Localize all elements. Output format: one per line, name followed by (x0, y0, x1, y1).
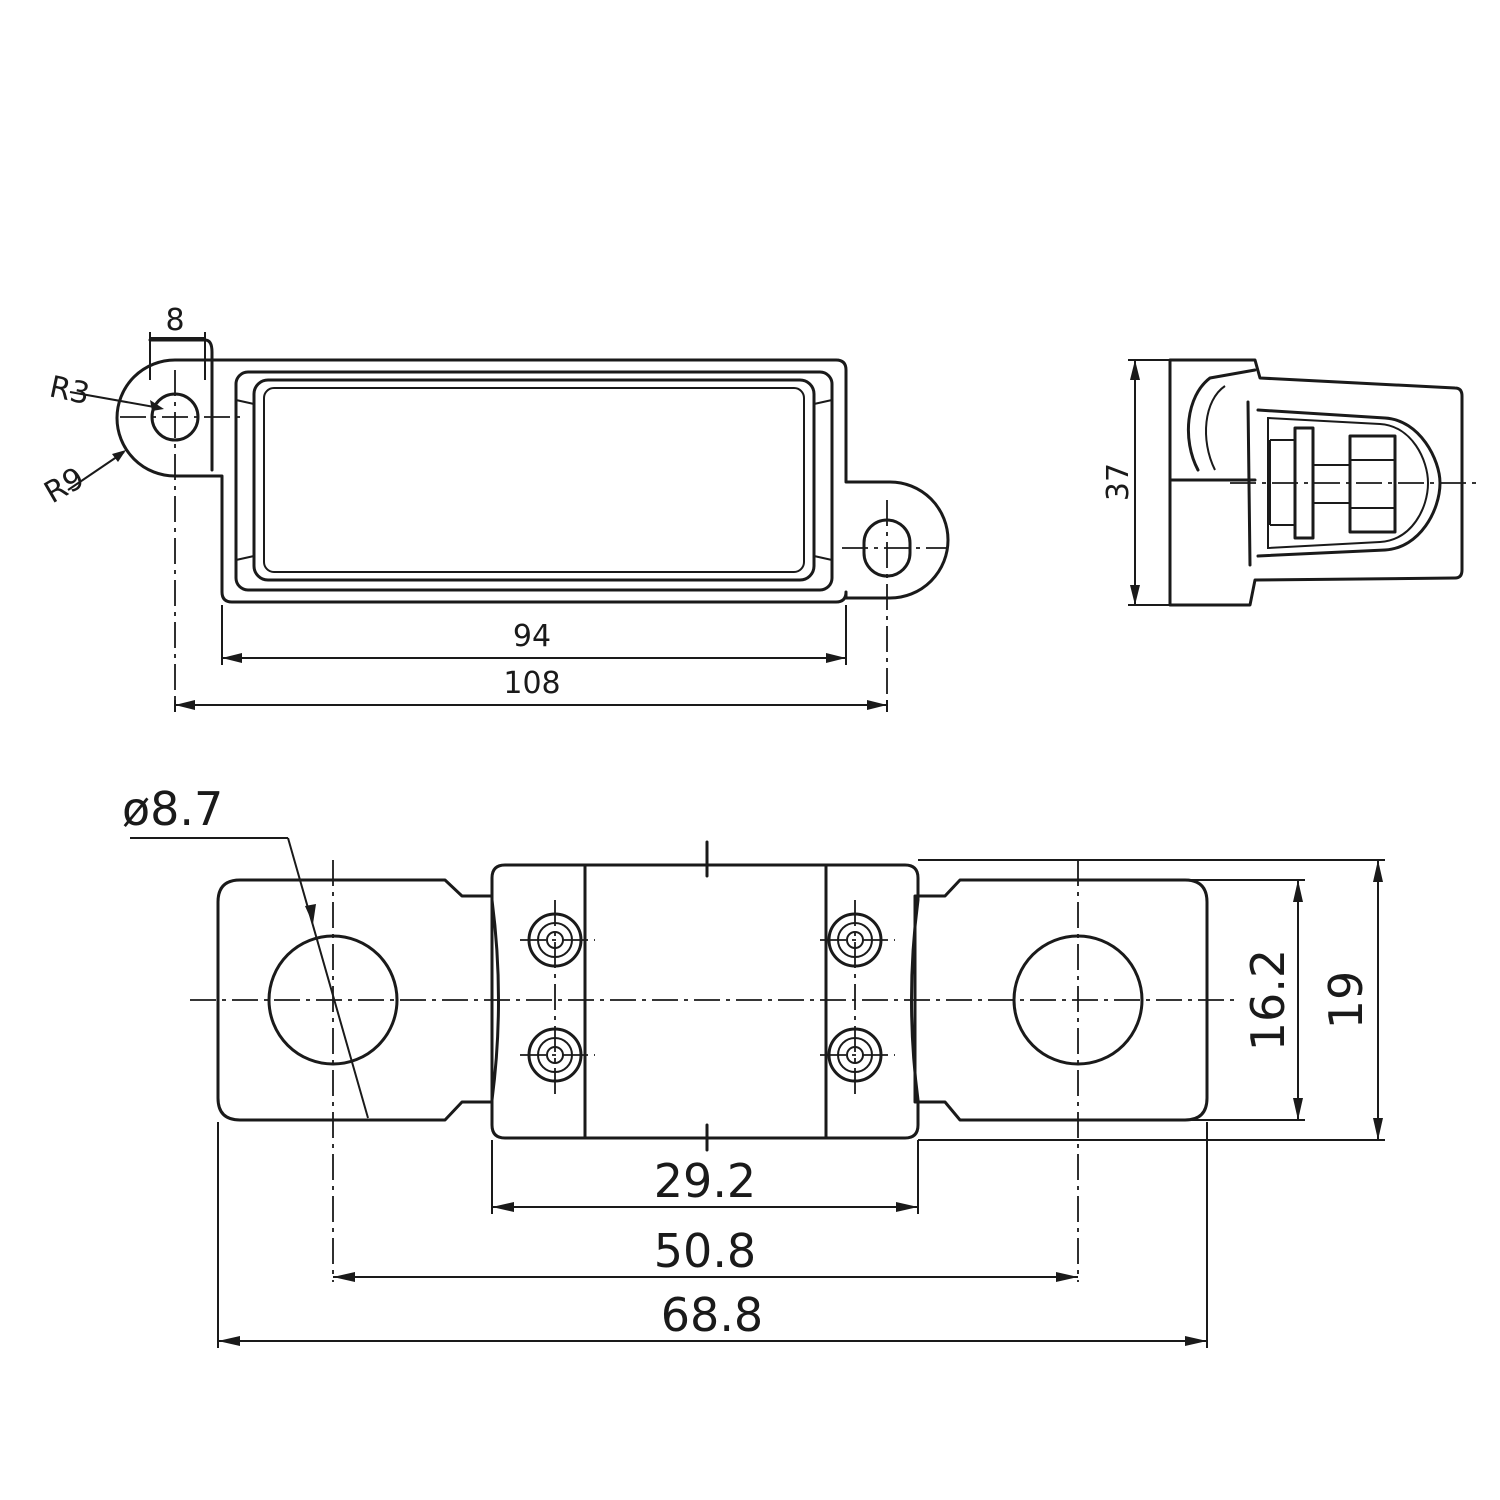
dim-50-arrow-left (333, 1272, 355, 1282)
dim-hole-spacing-label: 50.8 (654, 1224, 756, 1278)
side-cover-curve-inner (1204, 385, 1226, 471)
side-terminal (1269, 439, 1295, 526)
frame-ribs (235, 399, 833, 561)
dim-108-arrow-right (867, 700, 887, 710)
dim-r3-arrow (150, 400, 164, 411)
dim-hole-arrow (305, 904, 316, 924)
dim-overall-length-bottom-label: 68.8 (661, 1288, 763, 1342)
side-bolt-shank (1312, 464, 1351, 504)
top-view: 8 R3 R9 94 108 (39, 303, 950, 712)
dim-50-arrow-right (1056, 1272, 1078, 1282)
dim-hole-diameter-label: ø8.7 (122, 782, 223, 836)
dim-16-arrow-top (1293, 880, 1303, 902)
bottom-view: ø8.7 29.2 50.8 68.8 16.2 19 (122, 782, 1385, 1348)
side-cover-curve (1186, 368, 1257, 472)
center-body-outline (490, 863, 920, 1140)
dim-overall-length-label: 108 (503, 666, 560, 701)
dim-r3-leader (69, 391, 161, 409)
dim-body-length-label: 94 (513, 619, 551, 654)
dim-side-height-label: 37 (1101, 463, 1136, 501)
left-terminal-outline (216, 878, 494, 1122)
holder-body-outline (115, 358, 950, 604)
dim-94-arrow-right (826, 653, 846, 663)
dim-19-arrow-top (1373, 860, 1383, 882)
side-clip-inner (1267, 416, 1430, 550)
dim-19-arrow-bottom (1373, 1118, 1383, 1140)
dim-16-arrow-bottom (1293, 1098, 1303, 1120)
dim-29-arrow-right (896, 1202, 918, 1212)
side-nut (1348, 434, 1397, 534)
dim-hole-leader-diag (287, 837, 369, 1119)
dim-terminal-width-label: 16.2 (1241, 949, 1295, 1051)
dim-37-arrow-top (1130, 360, 1140, 380)
dim-94-arrow-left (222, 653, 242, 663)
holder-inner-frame (234, 370, 834, 592)
holder-window-inner (263, 387, 805, 573)
dim-tab-width-label: 8 (165, 303, 184, 338)
dim-r9-leader (67, 451, 125, 491)
dim-inner-radius-label: R3 (46, 370, 92, 413)
dim-center-width-label: 29.2 (654, 1154, 756, 1208)
dim-68-arrow-left (218, 1336, 240, 1346)
dim-108-arrow-left (175, 700, 195, 710)
side-view: 37 (1101, 358, 1480, 607)
holder-window (252, 378, 816, 582)
dim-outer-radius-label: R9 (39, 461, 91, 511)
dim-r9-arrow (112, 450, 126, 462)
side-body-outline (1168, 358, 1464, 607)
dim-68-arrow-right (1185, 1336, 1207, 1346)
dim-37-arrow-bottom (1130, 585, 1140, 605)
dim-29-arrow-left (492, 1202, 514, 1212)
dim-overall-width-label: 19 (1319, 971, 1373, 1030)
right-terminal-outline (913, 878, 1209, 1122)
